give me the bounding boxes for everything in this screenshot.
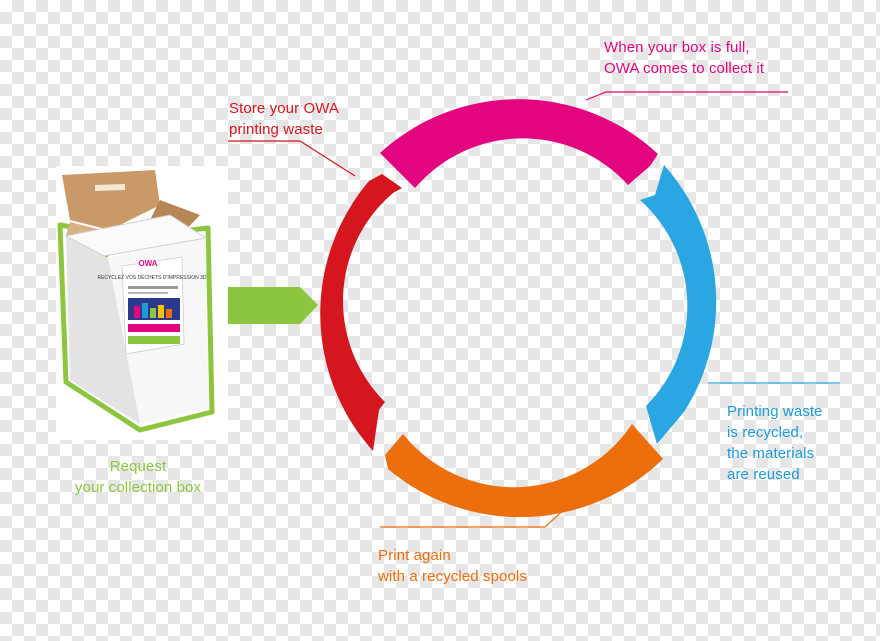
recycled-line-3: the materials: [727, 445, 815, 462]
collect-line-2: OWA comes to collect it: [604, 60, 765, 77]
box-poster-title: RECYCLEZ VOS DÉCHETS D'IMPRESSION 3D: [97, 274, 206, 281]
box-logo: OWA: [138, 259, 157, 268]
cycle-ring: [320, 99, 717, 518]
print-line-2: with a recycled spools: [378, 568, 527, 585]
recycled-line-2: is recycled,: [727, 424, 804, 441]
print-line-1: Print again: [378, 547, 451, 564]
collection-box-image: OWA RECYCLEZ VOS DÉCHETS D'IMPRESSION 3D: [56, 166, 228, 440]
collect-leader: [585, 91, 788, 101]
collect-label: When your box is full, OWA comes to coll…: [604, 37, 764, 79]
segment-collect: [380, 99, 658, 188]
store-leader: [228, 140, 356, 177]
recycled-line-1: Printing waste: [727, 403, 823, 420]
store-line-1: Store your OWA: [229, 100, 340, 117]
print-leader: [380, 505, 569, 528]
collect-line-1: When your box is full,: [604, 39, 750, 56]
recycled-label: Printing waste is recycled, the material…: [727, 401, 823, 485]
request-line-2: your collection box: [74, 479, 202, 496]
segment-recycle: [640, 165, 717, 444]
store-waste-label: Store your OWA printing waste: [229, 98, 339, 140]
callout-lines: [228, 91, 840, 528]
recycled-line-4: are reused: [727, 466, 800, 483]
store-line-2: printing waste: [229, 121, 323, 138]
request-line-1: Request: [109, 458, 167, 475]
print-again-label: Print again with a recycled spools: [378, 545, 527, 587]
request-box-label: Request your collection box: [62, 456, 214, 498]
green-arrow: [213, 287, 318, 324]
segment-store: [320, 174, 402, 451]
segment-print: [385, 424, 663, 518]
